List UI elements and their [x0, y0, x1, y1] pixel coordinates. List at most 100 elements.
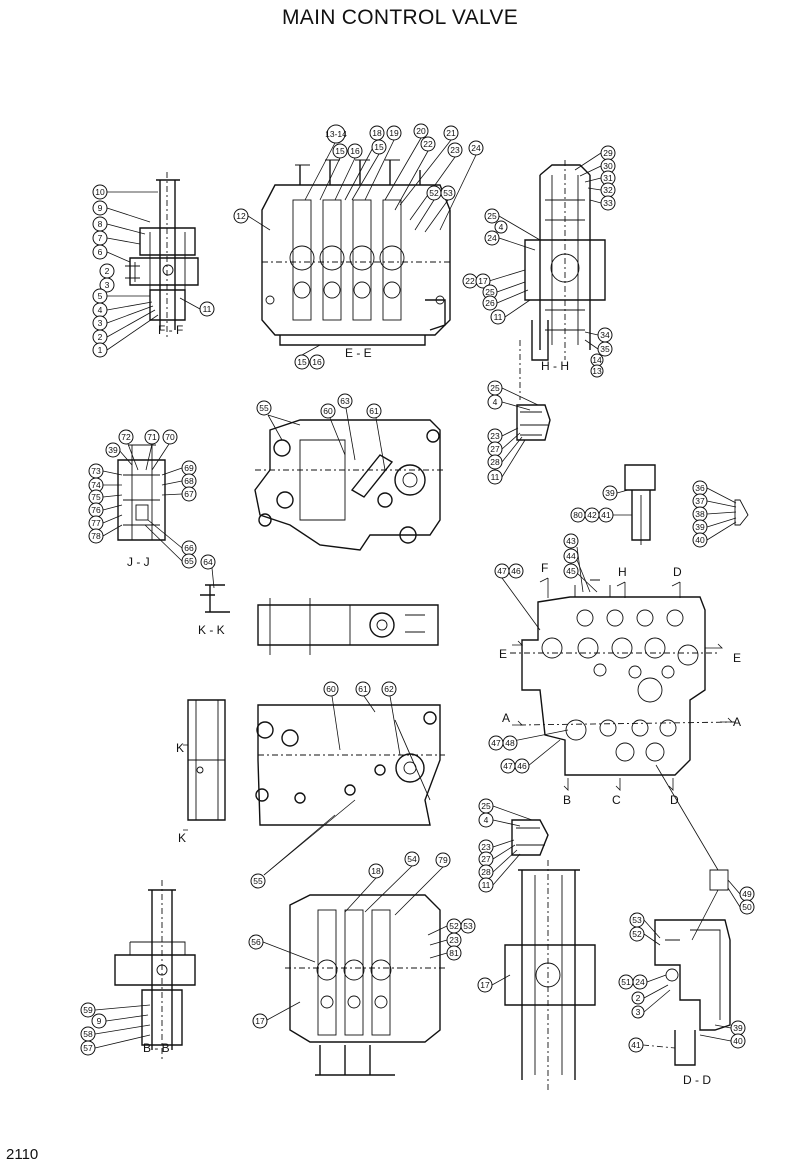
- section-label: C: [612, 793, 621, 807]
- callout-hh-34: 34: [584, 327, 613, 343]
- callout-lc-56: 56: [248, 934, 316, 963]
- svg-text:29: 29: [603, 148, 613, 158]
- section-label: F: [541, 561, 548, 575]
- svg-text:47: 47: [503, 761, 513, 771]
- callout-dd-24: 24: [632, 974, 667, 990]
- callout-ll-57: 57: [80, 1034, 151, 1056]
- callout-ee-15c: 15: [294, 344, 321, 370]
- callout-jj-73: 73: [88, 463, 123, 479]
- callout-mv-48: 48: [502, 735, 518, 751]
- svg-text:58: 58: [83, 1029, 93, 1039]
- svg-text:1: 1: [98, 345, 103, 355]
- svg-text:81: 81: [449, 948, 459, 958]
- detail-b-drawing: [624, 464, 656, 545]
- svg-text:50: 50: [742, 902, 752, 912]
- svg-text:11: 11: [494, 312, 503, 322]
- callout-hh-32: 32: [587, 182, 616, 198]
- callout-jj-75: 75: [88, 489, 123, 505]
- callout-dd-3: 3: [631, 989, 671, 1019]
- svg-text:25: 25: [487, 211, 497, 221]
- callout-dd-53: 53: [629, 912, 661, 939]
- svg-text:15: 15: [335, 146, 345, 156]
- callout-ff-7: 7: [92, 230, 141, 246]
- section-label: F - F: [158, 323, 183, 337]
- view-h-h-drawing: [524, 160, 606, 361]
- callout-ff-3: 3: [99, 277, 115, 293]
- callout-um-61: 61: [366, 403, 386, 471]
- section-label: H: [618, 565, 627, 579]
- callout-ee-23: 23: [409, 142, 463, 221]
- callout-c-40: 40: [692, 521, 737, 548]
- callout-ee-53: 53: [424, 185, 456, 233]
- callout-hh-31: 31: [584, 170, 616, 186]
- svg-text:51: 51: [621, 977, 631, 987]
- svg-text:30: 30: [603, 161, 613, 171]
- svg-text:4: 4: [493, 397, 498, 407]
- svg-text:52: 52: [632, 929, 642, 939]
- svg-text:26: 26: [485, 298, 495, 308]
- svg-text:9: 9: [97, 1016, 102, 1026]
- callout-ee-21: 21: [399, 125, 459, 206]
- section-label: K - K: [198, 623, 225, 637]
- svg-text:64: 64: [203, 557, 213, 567]
- svg-text:70: 70: [165, 432, 175, 442]
- svg-text:43: 43: [566, 536, 576, 546]
- svg-text:22: 22: [423, 139, 433, 149]
- section-label: H - H: [541, 359, 569, 373]
- svg-text:18: 18: [371, 866, 381, 876]
- svg-text:60: 60: [323, 406, 333, 416]
- svg-text:19: 19: [389, 128, 399, 138]
- svg-text:6: 6: [98, 247, 103, 257]
- svg-text:12: 12: [236, 211, 246, 221]
- section-labels: F - F E - E H - H J - J K - K B - B D - …: [127, 323, 741, 1087]
- callout-b-39: 39: [602, 485, 629, 501]
- section-arrows: [183, 577, 733, 831]
- callout-jj-71: 71: [144, 429, 160, 471]
- view-b-b-drawing: [114, 880, 196, 1060]
- valve-drawings: [114, 159, 749, 1090]
- svg-text:5: 5: [98, 291, 103, 301]
- svg-text:61: 61: [369, 406, 379, 416]
- svg-text:65: 65: [184, 556, 194, 566]
- callout-dd-49: 49: [727, 879, 755, 902]
- svg-text:38: 38: [695, 509, 705, 519]
- callout-mv-47b: 47: [488, 729, 569, 751]
- svg-text:53: 53: [443, 188, 453, 198]
- svg-text:13-14: 13-14: [325, 129, 347, 139]
- svg-text:42: 42: [587, 510, 597, 520]
- callout-a-4: 4: [487, 394, 531, 411]
- svg-text:33: 33: [603, 198, 613, 208]
- callout-lc-18: 18: [344, 863, 384, 913]
- callout-hh-22: 22: [462, 273, 478, 289]
- detail-d-drawing: [511, 819, 549, 856]
- svg-text:59: 59: [83, 1005, 93, 1015]
- view-lower-center-drawing: [285, 894, 445, 1076]
- callout-ee-20: 20: [384, 123, 429, 201]
- svg-text:16: 16: [312, 357, 322, 367]
- svg-text:66: 66: [184, 543, 194, 553]
- callout-a-28: 28: [487, 436, 523, 470]
- svg-text:17: 17: [480, 980, 490, 990]
- view-d-d-drawing: [654, 764, 731, 1066]
- svg-text:62: 62: [384, 684, 394, 694]
- svg-text:61: 61: [358, 684, 368, 694]
- svg-text:14: 14: [592, 355, 602, 365]
- svg-text:54: 54: [407, 854, 417, 864]
- svg-text:11: 11: [491, 472, 500, 482]
- callout-um-63: 63: [337, 393, 356, 461]
- callout-hh-26: 26: [482, 289, 529, 311]
- callout-d-4: 4: [478, 812, 521, 828]
- svg-text:45: 45: [566, 566, 576, 576]
- svg-text:56: 56: [251, 937, 261, 947]
- svg-text:9: 9: [98, 203, 103, 213]
- section-label: J - J: [127, 555, 150, 569]
- callout-ee-18: 18: [344, 125, 385, 201]
- callout-ee-15b: 15: [351, 139, 387, 201]
- svg-text:23: 23: [450, 145, 460, 155]
- section-label: A: [502, 711, 510, 725]
- svg-text:79: 79: [438, 855, 448, 865]
- callout-um-60: 60: [320, 403, 346, 456]
- callout-b-41: 41: [598, 507, 632, 523]
- svg-text:23: 23: [481, 842, 491, 852]
- callout-kk-64: 64: [200, 554, 216, 589]
